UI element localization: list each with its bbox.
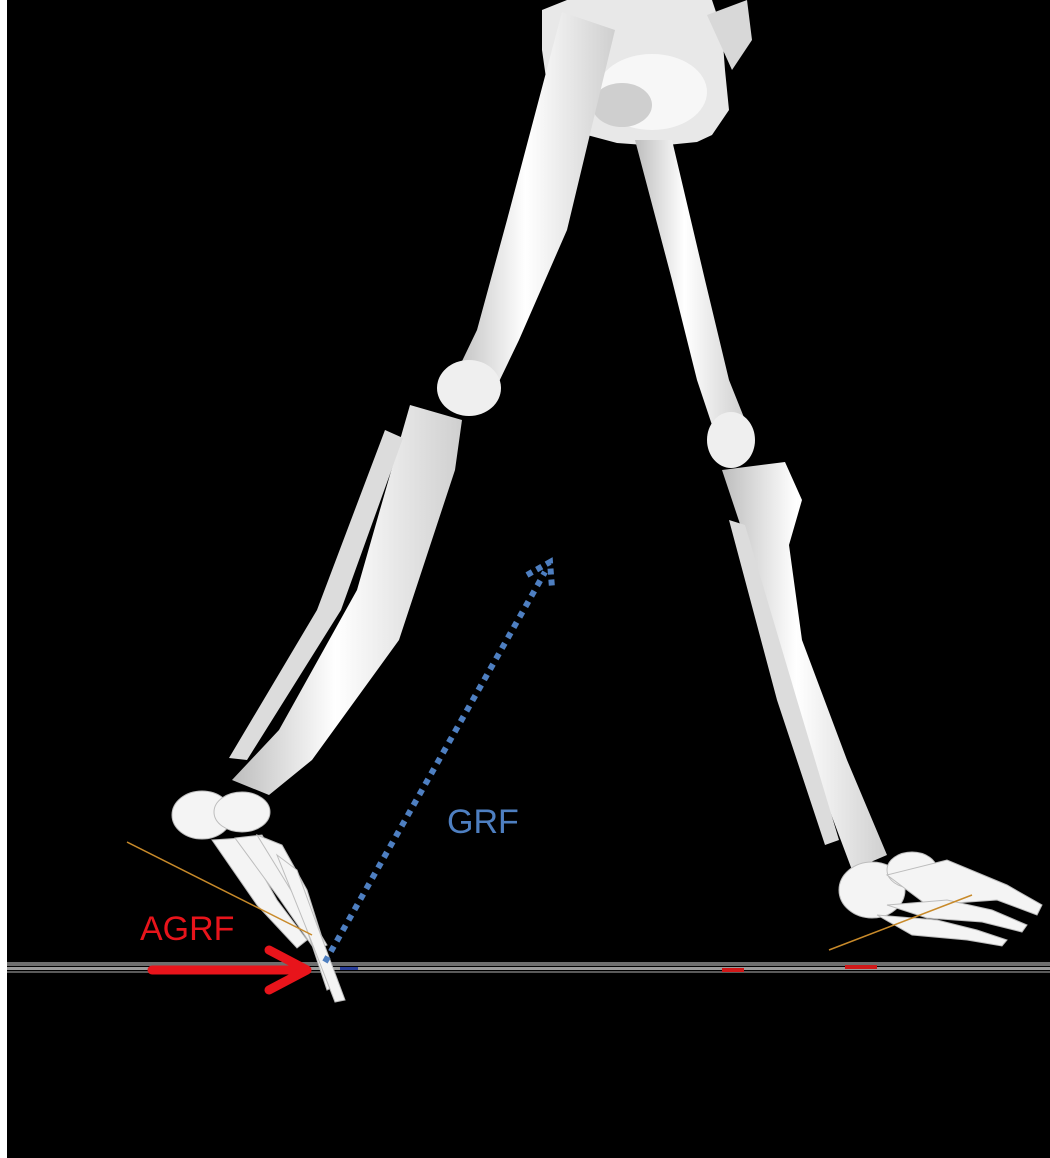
right-foot: [839, 852, 1042, 946]
skeleton-scene: [7, 0, 1050, 1158]
agrf-label: AGRF: [140, 912, 234, 946]
ground-marker: [845, 965, 877, 969]
agrf-arrow: [152, 950, 307, 990]
right-femur: [635, 140, 755, 468]
ground-marker: [722, 968, 744, 972]
left-femur: [437, 12, 615, 416]
ground-marker: [340, 967, 358, 970]
simulation-viewport: AGRF GRF: [7, 0, 1050, 1158]
grf-label: GRF: [447, 805, 519, 839]
left-tibia: [229, 405, 462, 795]
right-tibia: [722, 462, 887, 870]
